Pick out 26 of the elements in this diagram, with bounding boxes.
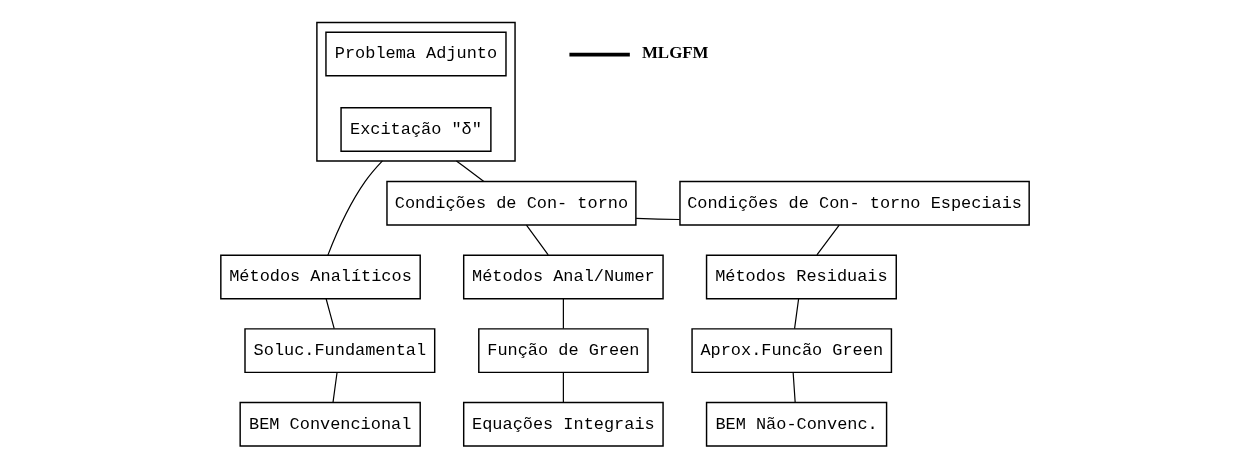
node-box: Função de Green — [478, 328, 649, 374]
connector — [793, 298, 800, 330]
connector — [332, 371, 338, 403]
node-box: Problema Adjunto — [325, 31, 507, 77]
node-box: Excitação "δ" — [340, 107, 492, 152]
connector — [792, 371, 796, 403]
node-box: Condições de Con- torno Especiais — [679, 180, 1030, 226]
node-box: Métodos Analíticos — [220, 254, 421, 300]
node-box: Métodos Anal/Numer — [462, 254, 664, 300]
connector — [325, 298, 335, 330]
legend-label: MLGFM — [641, 42, 709, 62]
connector — [455, 160, 485, 183]
node-box: Equações Integrais — [462, 401, 664, 447]
connector — [635, 217, 681, 221]
node-box: Soluc.Fundamental — [244, 328, 436, 374]
cluster — [316, 21, 516, 162]
connector — [327, 160, 384, 256]
node-box: Aprox.Funcão Green — [691, 328, 893, 374]
node-box: BEM Não-Convenc. — [705, 401, 888, 447]
node-box: Condições de Con- torno — [386, 180, 637, 226]
node-box: Métodos Residuais — [705, 254, 897, 300]
connector — [525, 224, 549, 256]
connector — [562, 371, 564, 403]
connector — [816, 224, 840, 256]
connector — [562, 298, 564, 330]
node-box: BEM Convencional — [239, 401, 421, 447]
